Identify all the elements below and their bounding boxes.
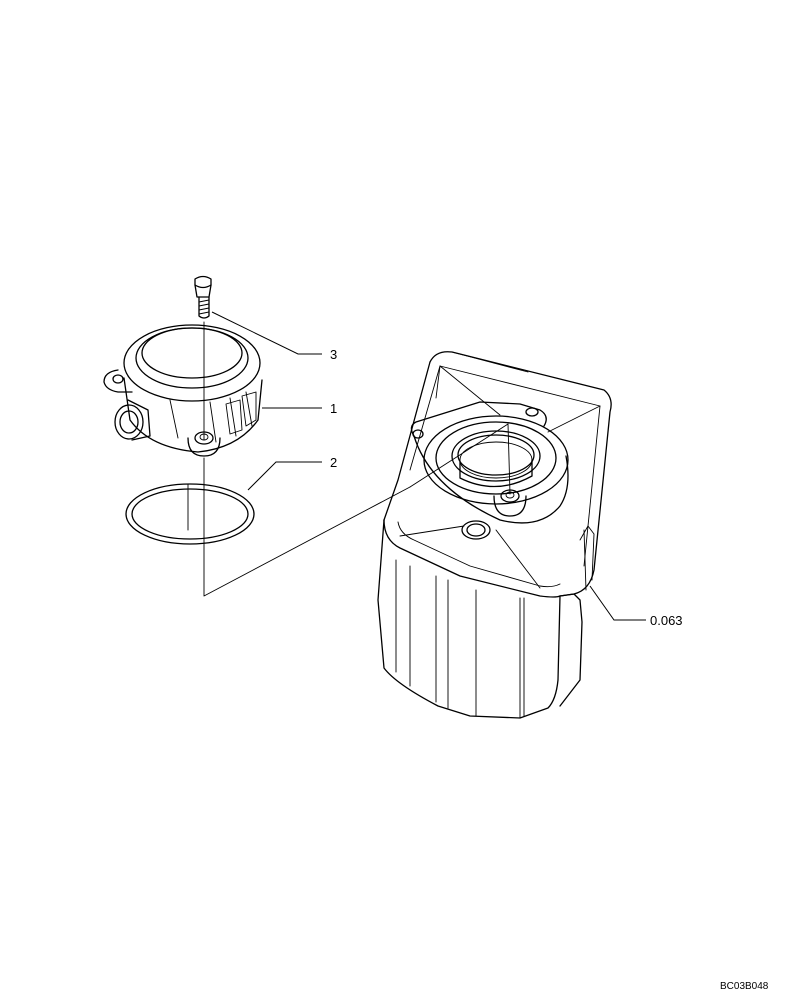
- callout-ring: 2: [330, 455, 337, 470]
- leader-ring: [247, 461, 322, 491]
- callout-cover: 1: [330, 401, 337, 416]
- leader-bolt: [211, 311, 322, 355]
- callout-bolt: 3: [330, 347, 337, 362]
- leader-housing: [589, 585, 646, 621]
- thermostat-cover-icon: [103, 324, 263, 457]
- o-ring-icon: [125, 483, 255, 545]
- housing-bolt-axis: [507, 423, 511, 495]
- drawing-code: BC03B048: [720, 981, 769, 992]
- bolt-icon: [194, 275, 212, 319]
- housing-explode-line: [409, 423, 509, 488]
- callout-housing: 0.063: [650, 613, 683, 628]
- housing-icon: [377, 351, 612, 719]
- cover-explode-line: [203, 457, 411, 597]
